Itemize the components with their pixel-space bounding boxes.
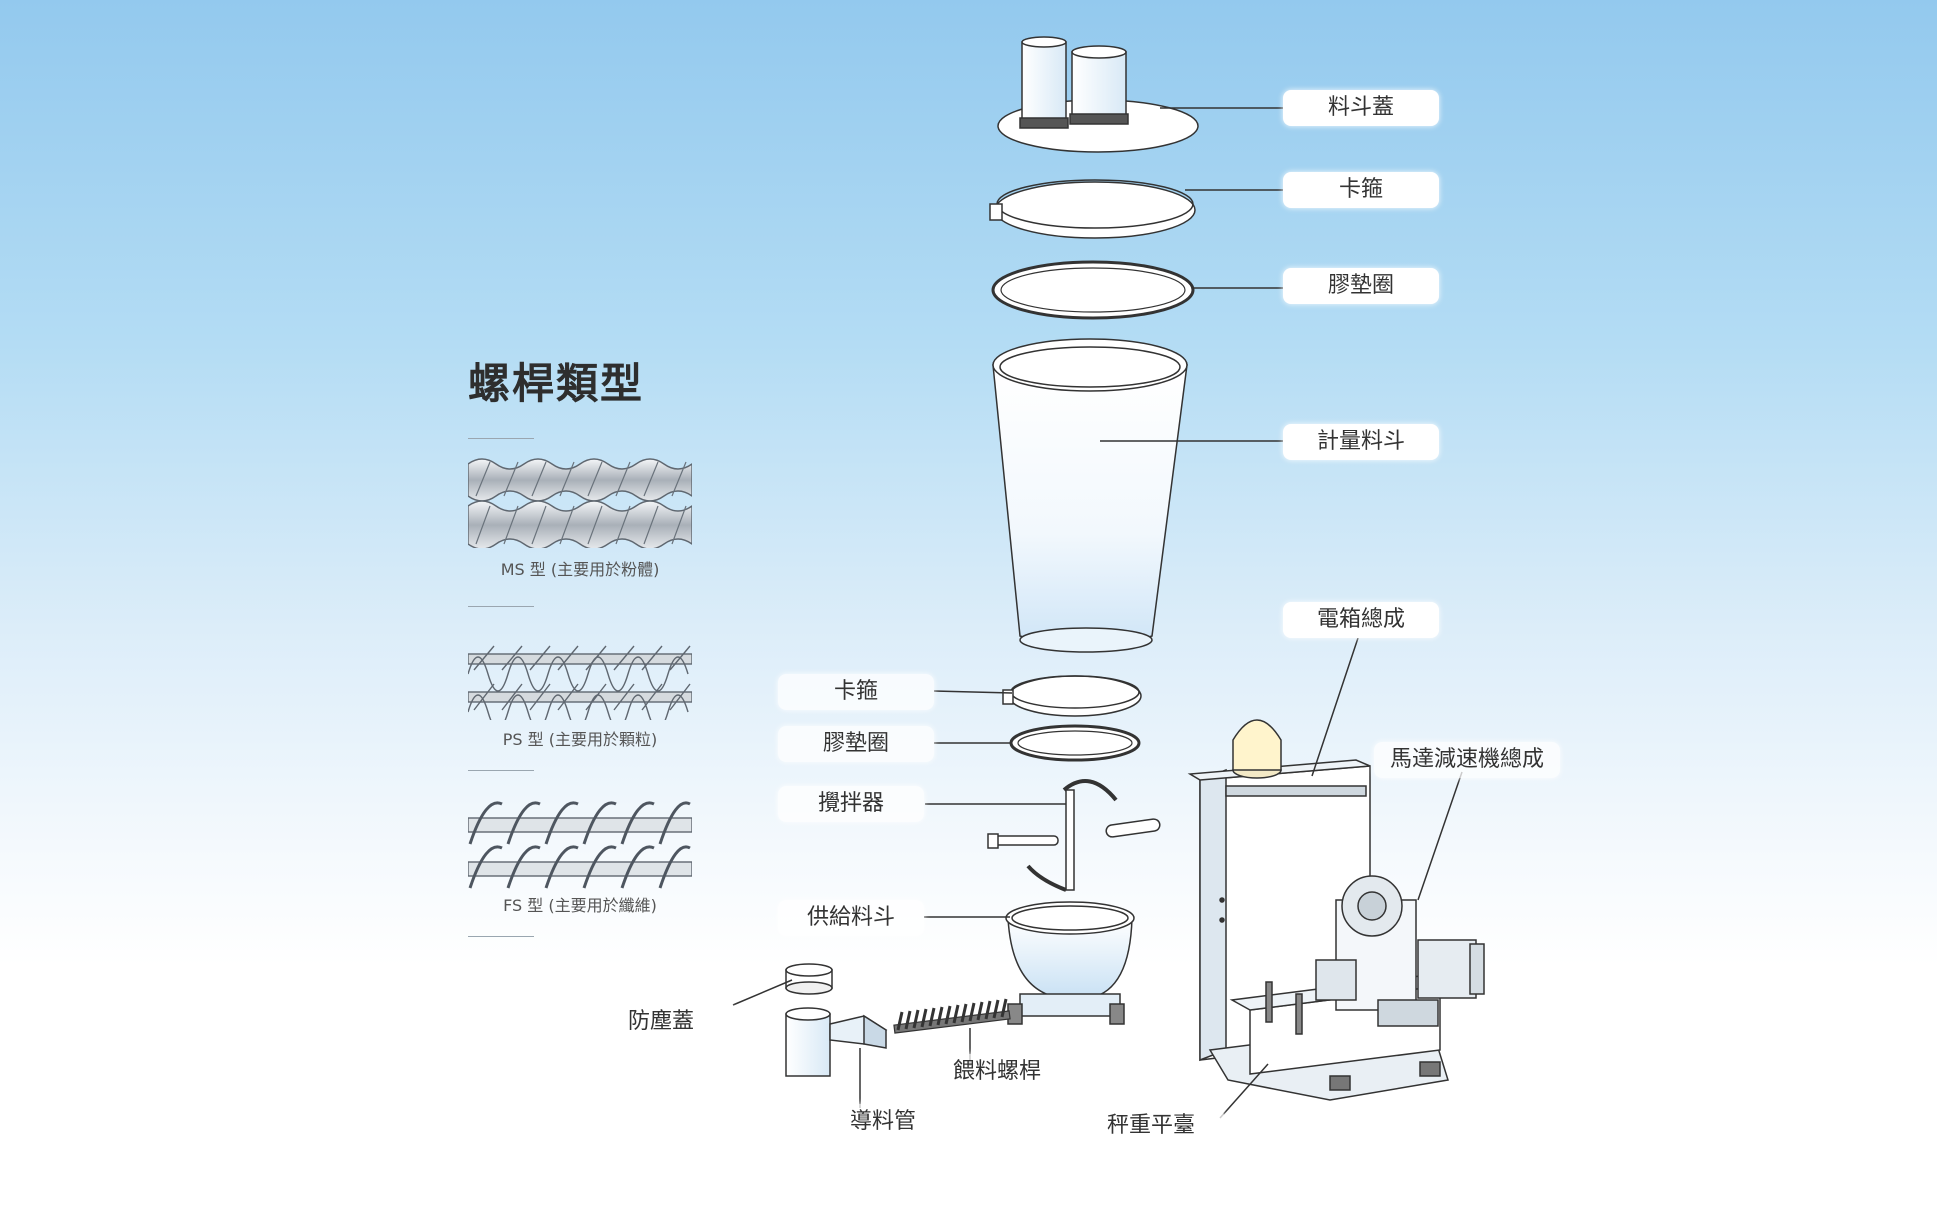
supply-hopper [1005,901,1135,1025]
divider [468,606,534,607]
ps-screw-caption: PS 型 (主要用於顆粒) [502,730,658,749]
feed-screw [893,998,1011,1034]
gasket-bottom [1009,724,1141,762]
motor-reducer [1315,875,1485,1027]
label-weighing-platform: 秤重平臺 [1078,1108,1224,1144]
clamp-bottom [1002,675,1142,717]
label-hopper-lid: 料斗蓋 [1283,90,1439,126]
label-clamp-top: 卡箍 [1283,172,1439,208]
dust-cover [785,963,833,995]
fs-screw-caption: FS 型 (主要用於纖維) [503,896,657,915]
leader-lines [732,107,1463,1119]
label-agitator: 攪拌器 [778,786,924,822]
label-gasket-top: 膠墊圈 [1283,268,1439,304]
label-dust-cover: 防塵蓋 [588,1004,734,1040]
divider [468,936,534,937]
gasket-top [991,260,1195,320]
agitator [987,779,1161,892]
clamp-top [989,179,1196,239]
ms-screw-caption: MS 型 (主要用於粉體) [500,560,660,579]
label-gasket-bottom: 膠墊圈 [778,726,934,762]
metering-hopper [992,338,1188,653]
ms-screw-image [468,458,692,548]
label-feed-screw: 餵料螺桿 [924,1054,1070,1090]
fs-screw-image [468,801,692,889]
label-metering-hopper: 計量料斗 [1283,424,1439,460]
hopper-lid [997,36,1199,153]
ps-screw-image [468,645,692,720]
divider [468,770,534,771]
label-electric-box: 電箱總成 [1283,602,1439,638]
guide-tube [785,1007,888,1077]
screw-types-title: 螺桿類型 [468,359,645,408]
label-motor-reducer: 馬達減速機總成 [1374,742,1560,778]
label-clamp-bottom: 卡箍 [778,674,934,710]
label-supply-hopper: 供給料斗 [778,900,924,936]
divider [468,438,534,439]
label-guide-tube: 導料管 [810,1104,956,1140]
